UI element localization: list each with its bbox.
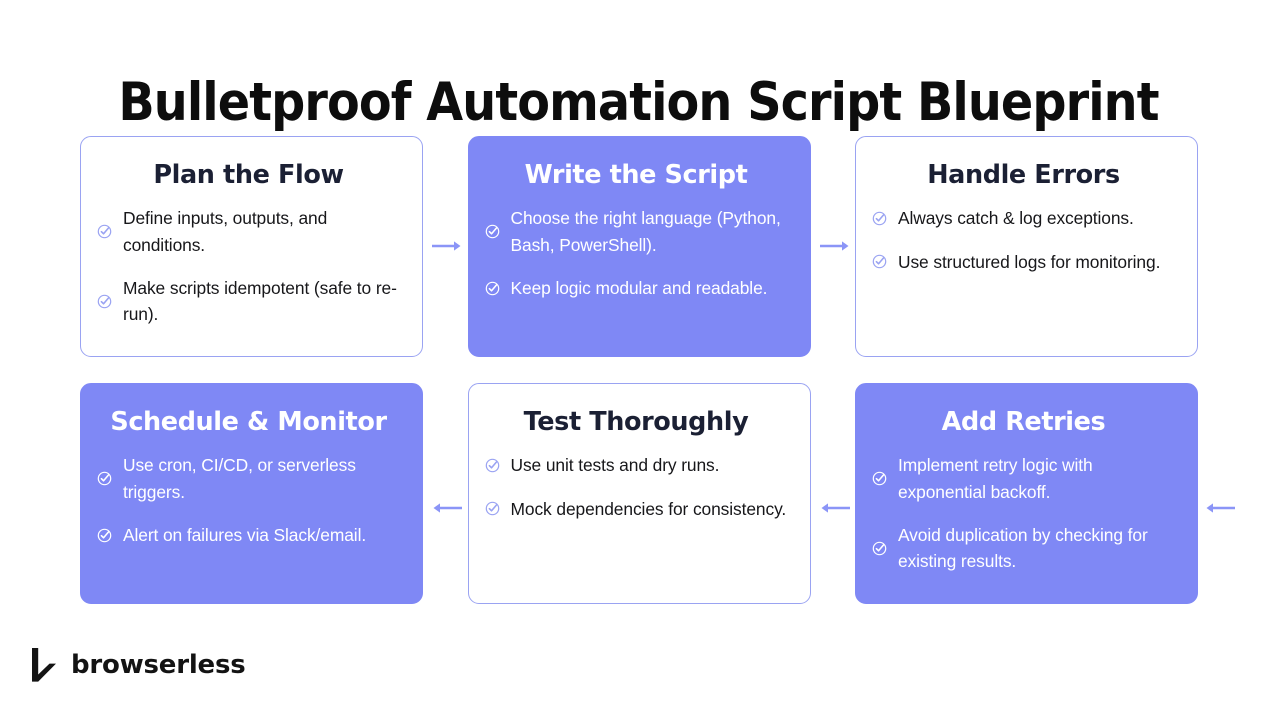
list-item: Use unit tests and dry runs. xyxy=(485,452,788,478)
card-title: Plan the Flow xyxy=(153,160,344,190)
card-grid: Plan the Flow Define inputs, outputs, an… xyxy=(80,136,1198,604)
check-circle-icon xyxy=(97,528,112,543)
check-circle-icon xyxy=(97,294,112,309)
list-item-text: Use structured logs for monitoring. xyxy=(898,251,1161,272)
list-item-text: Use cron, CI/CD, or serverless triggers. xyxy=(123,455,356,502)
card-title: Schedule & Monitor xyxy=(110,407,387,437)
browserless-b-mark-icon xyxy=(30,647,58,683)
list-item-text: Avoid duplication by checking for existi… xyxy=(898,524,1148,572)
list-item-text: Always catch & log exceptions. xyxy=(898,208,1134,229)
arrow-right-icon-write-to-handle xyxy=(820,238,850,254)
card-item-list: Use unit tests and dry runs. Mock depend… xyxy=(485,452,788,522)
card-row-bottom: Schedule & Monitor Use cron, CI/CD, or s… xyxy=(80,383,1198,604)
card-handle-errors[interactable]: Handle Errors Always catch & log excepti… xyxy=(855,136,1198,357)
card-item-list: Implement retry logic with exponential b… xyxy=(872,452,1175,575)
check-circle-icon xyxy=(485,281,500,296)
brand-logo: browserless xyxy=(30,647,246,683)
list-item: Use structured logs for monitoring. xyxy=(872,249,1175,275)
check-circle-icon xyxy=(485,458,500,473)
card-title: Test Thoroughly xyxy=(523,407,749,437)
list-item: Make scripts idempotent (safe to re-run)… xyxy=(97,275,400,328)
page-title: Bulletproof Automation Script Blueprint xyxy=(118,71,1159,133)
card-item-list: Use cron, CI/CD, or serverless triggers.… xyxy=(97,452,400,548)
card-schedule-and-monitor[interactable]: Schedule & Monitor Use cron, CI/CD, or s… xyxy=(80,383,423,604)
list-item-text: Keep logic modular and readable. xyxy=(510,277,768,298)
card-add-retries[interactable]: Add Retries Implement retry logic with e… xyxy=(855,383,1198,604)
check-circle-icon xyxy=(872,254,887,269)
arrow-left-icon-retries-to-test xyxy=(820,500,850,516)
list-item-text: Alert on failures via Slack/email. xyxy=(123,524,367,545)
card-title: Write the Script xyxy=(524,160,748,190)
arrow-right-icon-plan-to-write xyxy=(432,238,462,254)
list-item: Keep logic modular and readable. xyxy=(485,275,788,301)
card-item-list: Define inputs, outputs, and conditions. … xyxy=(97,205,400,328)
list-item-text: Use unit tests and dry runs. xyxy=(510,455,720,476)
list-item-text: Define inputs, outputs, and conditions. xyxy=(123,208,328,255)
list-item: Use cron, CI/CD, or serverless triggers. xyxy=(97,452,400,505)
check-circle-icon xyxy=(485,501,500,516)
list-item-text: Implement retry logic with exponential b… xyxy=(898,455,1093,502)
list-item: Mock dependencies for consistency. xyxy=(485,496,788,522)
arrow-left-icon-test-to-schedule xyxy=(432,500,462,516)
list-item-text: Make scripts idempotent (safe to re-run)… xyxy=(123,277,397,325)
list-item: Avoid duplication by checking for existi… xyxy=(872,522,1175,575)
card-title: Add Retries xyxy=(941,407,1106,437)
check-circle-icon xyxy=(97,224,112,239)
check-circle-icon xyxy=(872,541,887,556)
card-row-top: Plan the Flow Define inputs, outputs, an… xyxy=(80,136,1198,357)
check-circle-icon xyxy=(872,471,887,486)
list-item: Implement retry logic with exponential b… xyxy=(872,452,1175,505)
card-test-thoroughly[interactable]: Test Thoroughly Use unit tests and dry r… xyxy=(467,383,811,604)
list-item: Choose the right language (Python, Bash,… xyxy=(485,205,788,258)
card-write-the-script[interactable]: Write the Script Choose the right langua… xyxy=(467,136,811,357)
card-title: Handle Errors xyxy=(927,160,1120,190)
card-item-list: Choose the right language (Python, Bash,… xyxy=(485,205,788,301)
brand-wordmark: browserless xyxy=(71,650,246,680)
list-item-text: Choose the right language (Python, Bash,… xyxy=(510,208,781,255)
check-circle-icon xyxy=(485,224,500,239)
check-circle-icon xyxy=(872,211,887,226)
list-item: Alert on failures via Slack/email. xyxy=(97,522,400,548)
list-item-text: Mock dependencies for consistency. xyxy=(510,498,787,519)
list-item: Define inputs, outputs, and conditions. xyxy=(97,205,400,258)
arrow-left-icon-incoming-right-edge xyxy=(1205,500,1235,516)
card-item-list: Always catch & log exceptions. Use struc… xyxy=(872,205,1175,275)
check-circle-icon xyxy=(97,471,112,486)
card-plan-the-flow[interactable]: Plan the Flow Define inputs, outputs, an… xyxy=(80,136,423,357)
list-item: Always catch & log exceptions. xyxy=(872,205,1175,231)
